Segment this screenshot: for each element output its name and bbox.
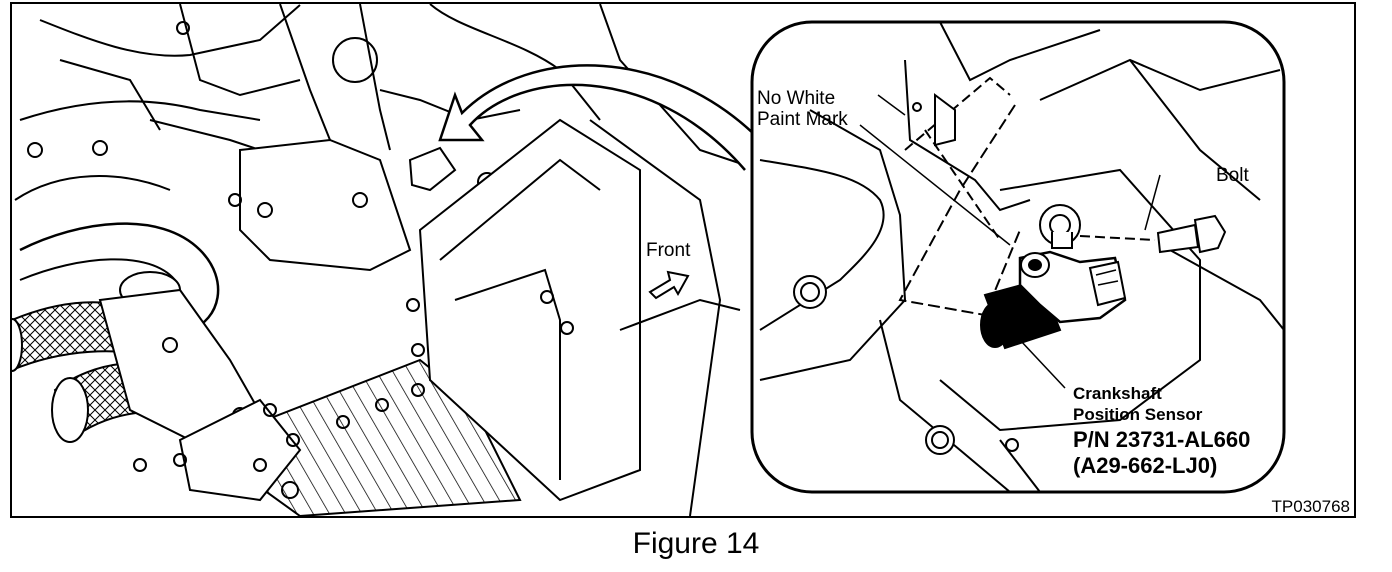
no-white-paint-label-line-2: Paint Mark <box>757 109 848 130</box>
part-number-label: P/N 23731-AL660 <box>1073 427 1251 452</box>
alternate-number-label: (A29-662-LJ0) <box>1073 453 1218 478</box>
bolt-label: Bolt <box>1216 165 1249 186</box>
front-direction-label: Front <box>646 240 691 261</box>
detail-inset <box>750 20 1286 494</box>
sensor-name-line-1: Crankshaft <box>1073 384 1162 403</box>
sensor-name-line-2: Position Sensor <box>1073 405 1203 424</box>
no-white-paint-label-line-1: No White <box>757 88 836 109</box>
engine-underside-drawing <box>12 4 746 516</box>
figure-code: TP030768 <box>1271 497 1350 516</box>
figure-caption: Figure 14 <box>632 527 760 560</box>
